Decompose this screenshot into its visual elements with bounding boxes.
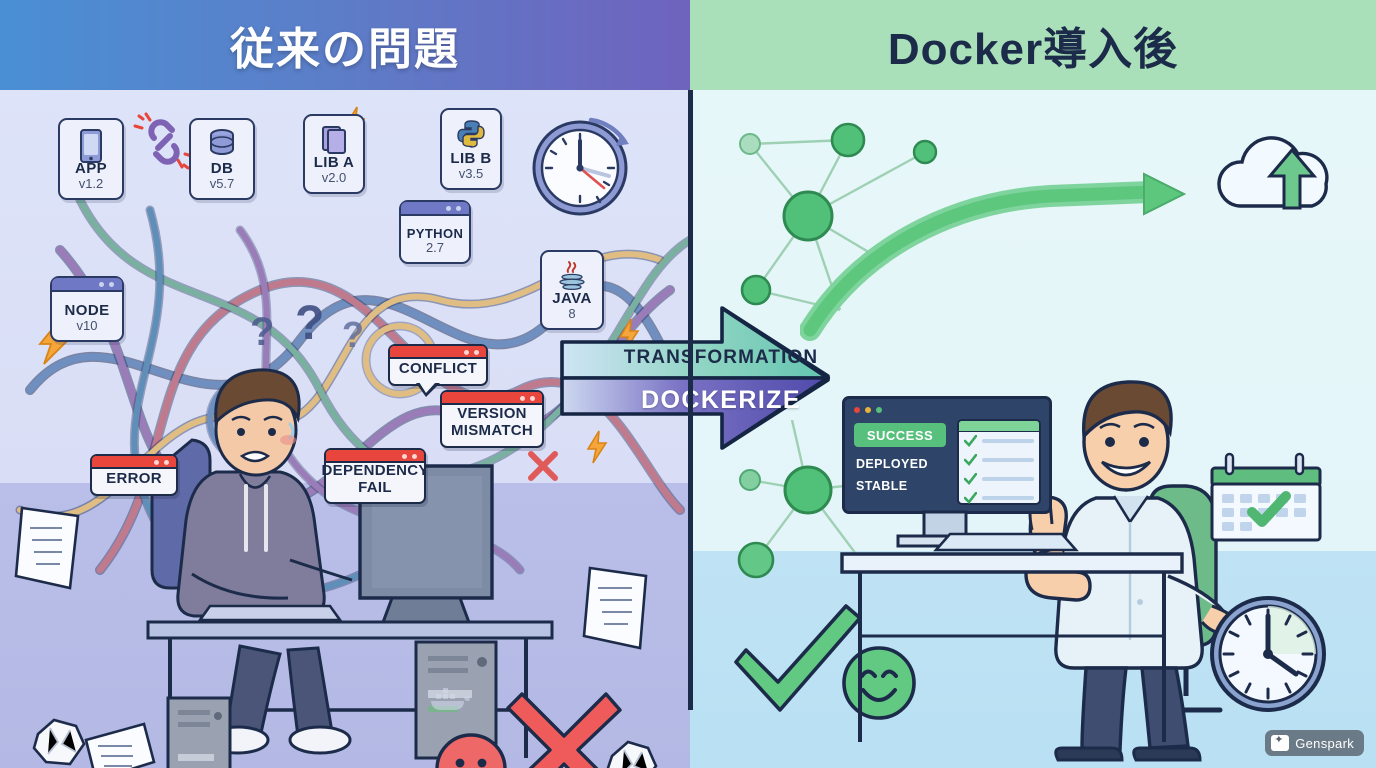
error-dialog-version-mismatch[interactable]: VERSION MISMATCH <box>440 390 544 448</box>
header-left-banner: 従来の問題 <box>0 0 690 90</box>
tech-card-db-name: DB <box>210 160 234 178</box>
sad-face-icon <box>435 733 507 768</box>
green-checkmark-icon <box>734 604 862 712</box>
transformation-arrow-shape <box>560 306 830 450</box>
tech-card-python-version: 2.7 <box>425 240 445 256</box>
tech-card-app-name: APP <box>74 160 108 178</box>
pipeline-arrow <box>800 172 1187 341</box>
error-dialog-version-mismatch-text: VERSION MISMATCH <box>450 405 534 439</box>
checklist-row <box>964 435 1034 447</box>
cloud-upload-icon <box>1217 136 1329 210</box>
error-dialog-dependency-fail[interactable]: DEPENDENCY FAIL <box>321 448 429 504</box>
crumpled-paper-icon <box>606 740 658 768</box>
tech-card-db[interactable]: DB v5.7 <box>189 118 255 200</box>
monitor-screen: SUCCESS DEPLOYED STABLE <box>842 396 1052 514</box>
error-dialog-conflict-text: CONFLICT <box>398 359 478 377</box>
smartphone-icon <box>78 128 104 169</box>
tech-card-node-name: NODE <box>64 302 110 320</box>
checklist-line <box>982 439 1034 443</box>
window-dots <box>854 407 882 413</box>
dialog-titlebar <box>92 456 176 469</box>
checklist-row <box>964 473 1034 485</box>
monitor-line-deployed: DEPLOYED <box>856 457 928 471</box>
document-stack-icon <box>320 124 348 161</box>
green-check-icon <box>964 473 977 485</box>
status-badge-success: SUCCESS <box>854 423 946 447</box>
crumpled-paper-icon <box>32 718 86 766</box>
transform-label-bottom: DOCKERIZE <box>641 386 801 414</box>
tech-card-java[interactable]: JAVA 8 <box>540 250 604 330</box>
scattered-document-icon <box>84 722 156 768</box>
scattered-document-icon <box>14 506 80 590</box>
monitor-line-stable: STABLE <box>856 479 908 493</box>
question-mark-icon: ? <box>250 310 275 354</box>
calendar-check-icon <box>1210 452 1322 542</box>
green-check-icon <box>964 454 977 466</box>
tech-card-python[interactable]: PYTHON 2.7 <box>399 200 471 264</box>
watermark-label: Genspark <box>1295 735 1354 751</box>
green-check-icon <box>964 435 977 447</box>
tech-card-lib-b[interactable]: LIB B v3.5 <box>440 108 502 190</box>
transform-label-top: TRANSFORMATION <box>623 347 819 368</box>
java-logo-icon <box>557 260 587 297</box>
tech-card-app-version: v1.2 <box>78 176 104 192</box>
broken-chain-icon <box>133 112 194 170</box>
tech-card-java-version: 8 <box>568 306 576 322</box>
desk-and-monitor-stand <box>840 510 1184 742</box>
header-right-title: Docker導入後 <box>887 25 1179 74</box>
scattered-document-icon <box>582 566 648 650</box>
dialog-titlebar <box>390 346 486 359</box>
wall-clock-icon <box>1210 596 1326 712</box>
server-tower-icon <box>166 696 232 768</box>
tech-card-lib-a-name: LIB A <box>313 154 355 172</box>
panel-divider <box>688 90 693 710</box>
error-dialog-error[interactable]: ERROR <box>90 454 178 496</box>
red-x-icon <box>528 451 558 481</box>
question-mark-icon: ? <box>342 314 364 355</box>
checklist-line <box>982 496 1034 500</box>
header-right-banner: Docker導入後 <box>690 0 1376 90</box>
tech-card-lib-a[interactable]: LIB A v2.0 <box>303 114 365 194</box>
dialog-titlebar <box>326 450 424 463</box>
header-left-title: 従来の問題 <box>230 25 460 74</box>
checklist-line <box>982 477 1034 481</box>
error-dialog-error-text: ERROR <box>106 469 162 487</box>
checklist-row <box>964 492 1034 504</box>
genspark-logo-icon <box>1271 733 1290 751</box>
error-dialog-conflict[interactable]: CONFLICT <box>388 344 488 397</box>
tech-card-app[interactable]: APP v1.2 <box>58 118 124 200</box>
tech-card-lib-a-version: v2.0 <box>321 170 347 186</box>
python-logo-icon <box>456 118 486 155</box>
right-panel-docker-adopted: BUILD SHIP RUN SCALE APP <box>690 90 1376 768</box>
checklist-line <box>982 458 1034 462</box>
checklist-titlebar <box>959 421 1039 432</box>
checklist-panel <box>957 419 1041 505</box>
python-card-titlebar <box>401 202 469 216</box>
tech-card-lib-b-version: v3.5 <box>458 166 484 182</box>
left-panel-legacy-problems: APP v1.2 DB v5.7 LIB A v2.0 <box>0 90 690 768</box>
tech-card-node-version: v10 <box>76 318 98 334</box>
dialog-titlebar <box>442 392 542 405</box>
dialog-tail <box>416 382 440 397</box>
error-dialog-dependency-fail-text: DEPENDENCY FAIL <box>321 462 429 496</box>
docker-whale-icon <box>431 688 470 710</box>
database-icon <box>206 128 238 167</box>
tech-card-java-name: JAVA <box>552 290 592 308</box>
green-check-icon <box>964 492 977 504</box>
network-nodes-icon <box>739 122 938 312</box>
tech-card-python-name: PYTHON <box>406 226 464 242</box>
red-x-icon <box>506 692 622 768</box>
tech-card-db-version: v5.7 <box>209 176 235 192</box>
question-mark-icon: ? <box>295 297 325 350</box>
frustrated-developer-scene <box>146 368 554 760</box>
transformation-arrow: TRANSFORMATION DOCKERIZE <box>560 300 870 480</box>
genspark-watermark[interactable]: Genspark <box>1265 730 1364 756</box>
tech-card-lib-b-name: LIB B <box>450 150 492 168</box>
checklist-row <box>964 454 1034 466</box>
tech-card-node[interactable]: NODE v10 <box>50 276 124 342</box>
node-card-titlebar <box>52 278 122 292</box>
clock-icon <box>532 117 629 216</box>
lightning-bolt-icon <box>586 430 608 464</box>
